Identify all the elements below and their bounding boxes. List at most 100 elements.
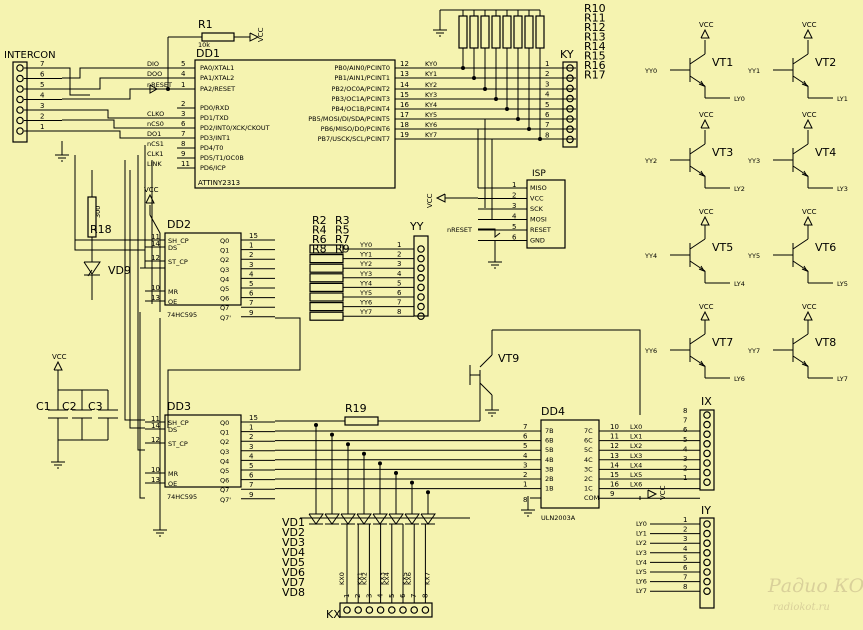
dd3-body — [164, 414, 242, 488]
transistor-input-label: YY6 — [644, 347, 657, 355]
dd1-pin-num: 12 — [400, 60, 409, 68]
connector-pin — [417, 283, 425, 292]
dd3-pin-name: Q7' — [220, 496, 231, 504]
yy-net-label: YY3 — [359, 270, 372, 278]
kx-pin-num: 4 — [377, 593, 385, 598]
dd1-net-label: KY7 — [425, 131, 437, 139]
dd3-pin-num: 15 — [249, 414, 258, 422]
connector-pin — [703, 459, 711, 467]
dd1-pin-name: PB6/MISO/DO/PCINT6 — [321, 125, 390, 133]
dd4-pin-name: 4B — [545, 456, 554, 464]
dd2-pin-name: Q2 — [220, 256, 229, 264]
rpack-top-ref: R11 — [584, 12, 606, 25]
isp-pin-num: 3 — [512, 202, 516, 210]
iy-net-label: LY0 — [636, 520, 647, 528]
connector-pin — [417, 293, 425, 301]
junction-dot — [527, 127, 531, 131]
vcc-arrow-icon — [803, 310, 813, 321]
dd3-pin-name: Q6 — [220, 477, 229, 485]
diode-icon — [372, 513, 388, 525]
transistor-input-label: YY4 — [644, 252, 657, 260]
junction-dot — [516, 117, 520, 121]
dd3-pin-name: Q7 — [220, 486, 229, 494]
intercon-pin-num: 4 — [40, 92, 45, 100]
isp-vcc-label: VCC — [426, 193, 434, 208]
watermark-brand: Радио КОТ — [767, 575, 863, 597]
dd1-pin-name: PD6/ICP — [200, 164, 226, 172]
resistor — [524, 15, 534, 49]
dd1-pin-name: PB1/AIN1/PCINT1 — [334, 74, 390, 82]
dd4-pin-name: 6B — [545, 437, 554, 445]
ky-pin-num: 8 — [545, 131, 549, 139]
dd1-pin-num: 3 — [181, 110, 185, 118]
dd1-net-label: KY2 — [425, 81, 437, 89]
dd2-pin-num: 3 — [249, 261, 253, 269]
connector-pin — [703, 568, 711, 576]
dd1-pin-name: PA2/RESET — [200, 85, 235, 93]
dd2-pin-name: Q5 — [220, 285, 229, 293]
junction-dot — [472, 76, 476, 80]
diode-ref: VD3 — [282, 536, 305, 549]
connector-pin — [417, 245, 425, 253]
wire — [62, 109, 177, 119]
vd9-ref: VD9 — [108, 264, 131, 277]
rpack-mid-ref: R6 — [312, 233, 327, 246]
vcc-label: VCC — [802, 111, 817, 119]
dd2-pin-num: 5 — [249, 280, 253, 288]
diode-icon — [404, 513, 420, 525]
dd3-pin-name: MR — [168, 470, 179, 478]
intercon-pin-num: 7 — [40, 60, 44, 68]
connector-pin — [16, 74, 24, 83]
junction-dot — [483, 87, 487, 91]
yy-body — [413, 235, 429, 317]
transistor-ref: VT7 — [712, 336, 733, 349]
transistor-input-label: YY3 — [747, 157, 760, 165]
r19-ref: R19 — [345, 402, 367, 415]
dd2-pin-num: 7 — [249, 299, 253, 307]
isp-pin-name: MISO — [530, 184, 547, 192]
transistor-ref: VT6 — [815, 241, 836, 254]
intercon-ref: INTERCON — [4, 50, 56, 61]
dd1-pin-num: 14 — [400, 81, 409, 89]
dd3-pin-num: 10 — [151, 466, 160, 474]
dd1-pin-name: PD4/T0 — [200, 144, 223, 152]
dd3-pin-num: 2 — [249, 433, 253, 441]
dd4-part: ULN2003A — [541, 514, 576, 522]
connector-pin — [410, 606, 419, 614]
ix-body — [699, 409, 715, 491]
ky-pin-num: 5 — [545, 101, 549, 109]
dd2-pin-num: 2 — [249, 251, 253, 259]
dd1-pin-num: 17 — [400, 111, 409, 119]
dd4-pin-num: 13 — [610, 452, 619, 460]
connector-pin — [566, 105, 574, 113]
wire — [139, 312, 145, 499]
kx-net-label: KX2 — [360, 572, 368, 585]
connector-pin — [703, 539, 711, 548]
kx-net-label: KX6 — [405, 572, 413, 585]
diode-icon — [356, 513, 372, 525]
transistor-ref: VT4 — [815, 146, 836, 159]
resistor — [309, 263, 344, 273]
vcc-arrow-icon — [803, 118, 813, 129]
connector-pin — [365, 606, 374, 614]
dd4-pin-num: 1 — [523, 481, 527, 489]
junction-dot — [346, 442, 350, 447]
dd1-pin-num: 1 — [181, 81, 185, 89]
kx-pin-num: 8 — [421, 594, 429, 598]
dd1-net-label: CLKO — [147, 110, 164, 118]
junction-dot — [538, 137, 542, 141]
vcc-label: VCC — [699, 303, 714, 311]
transistor-ref: VT1 — [712, 56, 733, 69]
junction-dot — [314, 423, 318, 427]
wires-layer — [24, 9, 833, 603]
connector-pin — [566, 135, 574, 144]
resistor — [458, 15, 468, 49]
transistor-output-label: LY5 — [837, 280, 848, 288]
dd4-pin-num: 7 — [523, 423, 527, 431]
intercon-body — [12, 61, 28, 143]
kx-body — [339, 602, 433, 618]
resistor — [480, 15, 490, 49]
diode-icon — [340, 513, 356, 525]
dd1-pin-num: 4 — [181, 70, 186, 78]
connector-pin — [703, 411, 711, 419]
